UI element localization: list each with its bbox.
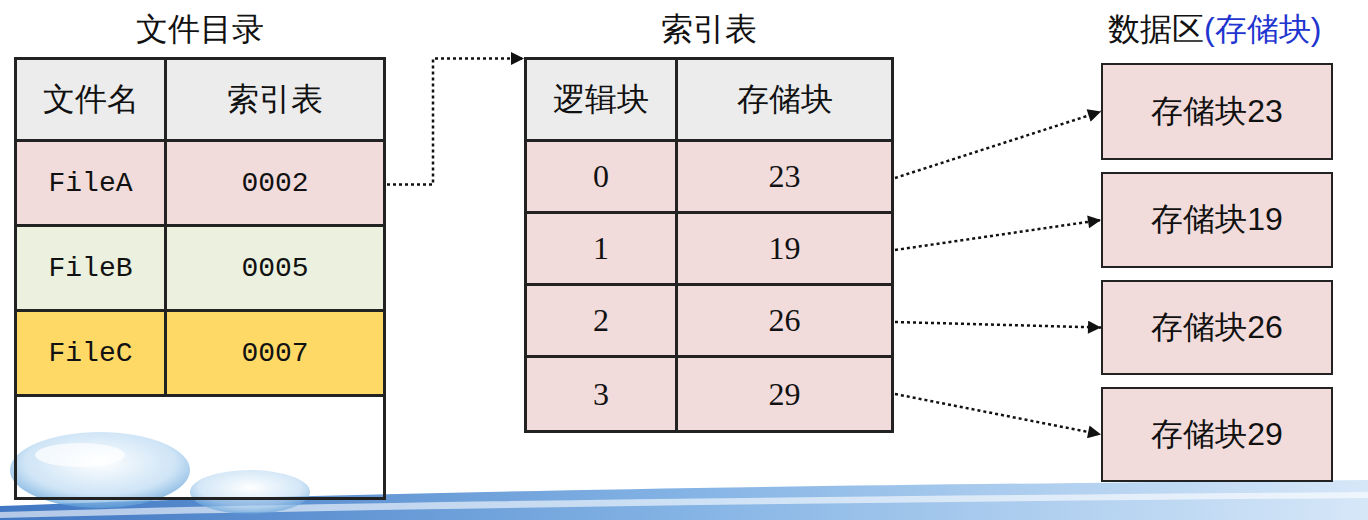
cell-text: 29 [769, 376, 801, 413]
table-header-row: 文件名 索引表 [17, 60, 383, 142]
table-cell: 索引表 [167, 60, 383, 139]
cell-text: FileA [48, 168, 132, 199]
table-heading-wrap: 文件目录 [17, 8, 383, 52]
table-cell: FileC [17, 312, 167, 394]
directory-table: 文件目录文件名索引表FileA0002FileB0005FileC0007 [14, 57, 386, 500]
cell-text: 0007 [241, 338, 308, 369]
bubble [10, 432, 190, 508]
table-cell: 3 [527, 358, 678, 430]
cell-text: 1 [593, 230, 609, 267]
cell-text: FileB [48, 253, 132, 284]
block-text: 存储块26 [1151, 306, 1283, 350]
table-cell: 29 [678, 358, 891, 430]
data-area-heading: 数据区(存储块) [1108, 8, 1321, 52]
table-cell: 23 [678, 142, 891, 211]
table-cell: 文件名 [17, 60, 167, 139]
dotted-arrow [895, 394, 1101, 435]
table-cell: 2 [527, 286, 678, 355]
dotted-arrow [895, 322, 1101, 328]
table-header-row: 逻辑块 存储块 [527, 60, 891, 142]
table-cell: 26 [678, 286, 891, 355]
index-row: 2 26 [527, 286, 891, 358]
directory-row: FileA 0002 [17, 142, 383, 227]
table-cell: 0 [527, 142, 678, 211]
dotted-arrow [387, 59, 524, 185]
cell-text: 0005 [241, 253, 308, 284]
block-text: 存储块19 [1151, 198, 1283, 242]
cell-text: 逻辑块 [553, 78, 649, 122]
cell-text: 0002 [241, 168, 308, 199]
dotted-arrow [895, 220, 1101, 250]
table-heading-wrap: 索引表 [527, 8, 891, 52]
section-heading: 数据区 [1108, 8, 1204, 52]
section-heading: (存储块) [1204, 8, 1321, 52]
cell-text: 0 [593, 158, 609, 195]
cell-text: 存储块 [737, 78, 833, 122]
cell-text: 文件名 [43, 78, 139, 122]
table-cell: FileA [17, 142, 167, 224]
storage-block: 存储块19 [1101, 172, 1333, 268]
dotted-arrow [895, 112, 1101, 179]
block-text: 存储块29 [1151, 413, 1283, 457]
bubble [190, 470, 310, 514]
index-row: 1 19 [527, 214, 891, 286]
index-row: 0 23 [527, 142, 891, 214]
cell-text: 索引表 [227, 78, 323, 122]
cell-text: 23 [769, 158, 801, 195]
table-cell: 0005 [167, 227, 383, 309]
table-cell: 0007 [167, 312, 383, 394]
table-cell: 存储块 [678, 60, 891, 139]
table-cell: 19 [678, 214, 891, 283]
cell-text: 26 [769, 302, 801, 339]
storage-block: 存储块29 [1101, 387, 1333, 482]
cell-text: 2 [593, 302, 609, 339]
cell-text: FileC [48, 338, 132, 369]
table-heading: 索引表 [661, 8, 757, 52]
table-cell: FileB [17, 227, 167, 309]
storage-block: 存储块26 [1101, 280, 1333, 375]
cell-text: 19 [769, 230, 801, 267]
table-heading: 文件目录 [136, 8, 264, 52]
index-table: 索引表逻辑块存储块023119226329 [524, 57, 894, 433]
directory-row: FileC 0007 [17, 312, 383, 397]
bubble-shine [35, 443, 125, 467]
table-cell: 0002 [167, 142, 383, 224]
cell-text: 3 [593, 376, 609, 413]
directory-row: FileB 0005 [17, 227, 383, 312]
table-cell: 1 [527, 214, 678, 283]
block-text: 存储块23 [1151, 90, 1283, 134]
index-row: 3 29 [527, 358, 891, 430]
storage-block: 存储块23 [1101, 63, 1333, 160]
table-cell: 逻辑块 [527, 60, 678, 139]
